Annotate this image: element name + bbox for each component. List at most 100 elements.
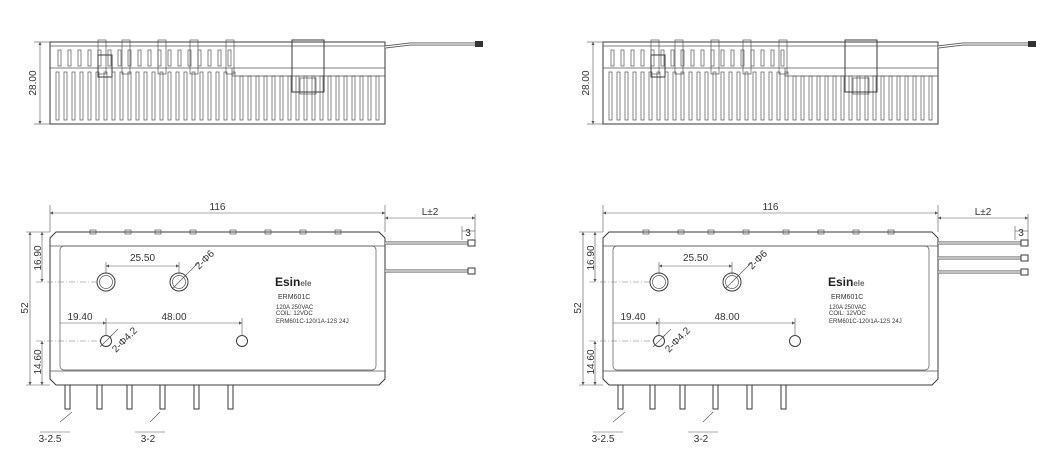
side-fin-slot bbox=[672, 71, 677, 121]
pin-width-label-left: 3-2.5 bbox=[39, 434, 62, 445]
mount-offset-label: 19.40 bbox=[620, 312, 645, 323]
side-upper-slot bbox=[740, 49, 745, 67]
side-fin-slot bbox=[904, 75, 909, 121]
leader-line bbox=[149, 411, 161, 423]
dimension-arrowhead bbox=[591, 121, 595, 124]
side-upper-slot bbox=[640, 49, 645, 67]
height-label: 52 bbox=[573, 302, 584, 314]
side-upper-slot bbox=[117, 49, 122, 67]
side-fin-slot bbox=[119, 71, 124, 121]
side-fin-slot bbox=[63, 71, 68, 121]
side-terminal-block bbox=[291, 39, 325, 93]
wire-plug bbox=[467, 267, 476, 275]
side-fin-slot bbox=[263, 75, 268, 121]
terminal-pin bbox=[126, 384, 133, 410]
terminal-pin bbox=[746, 384, 753, 410]
dimension-arrowhead bbox=[50, 211, 53, 215]
side-fin-slot bbox=[624, 71, 629, 121]
side-fin-slot bbox=[856, 75, 861, 121]
dimension-arrowhead bbox=[106, 264, 109, 268]
model-label: ERM601C bbox=[278, 294, 310, 301]
top-view-body bbox=[602, 231, 939, 386]
dimension-arrowhead bbox=[729, 264, 732, 268]
side-upper-slot bbox=[780, 49, 785, 67]
side-upper-slot bbox=[67, 49, 72, 67]
leader-line bbox=[59, 411, 73, 423]
side-upper-slot bbox=[690, 49, 695, 67]
side-wire-core bbox=[937, 43, 1028, 48]
side-fin-slot bbox=[287, 75, 292, 121]
side-fin-slot bbox=[111, 71, 116, 121]
hole-diameter-label: 2-Φ6 bbox=[746, 248, 770, 272]
side-fin-slot bbox=[95, 71, 100, 121]
side-fin-slot bbox=[175, 71, 180, 121]
side-fin-slot bbox=[880, 75, 885, 121]
terminal-hole-inner bbox=[652, 275, 666, 289]
side-clip-feature bbox=[710, 39, 720, 75]
top-edge-notch bbox=[154, 229, 162, 235]
side-wire-plug bbox=[1028, 41, 1036, 47]
top-edge-notch bbox=[642, 229, 650, 235]
top-dim-label: 16.90 bbox=[586, 245, 597, 270]
brand-logo: Esinele bbox=[828, 275, 865, 289]
side-upper-slot bbox=[670, 49, 675, 67]
side-fin-slot bbox=[768, 71, 773, 121]
dimension-arrowhead bbox=[28, 382, 32, 385]
dimension-arrowhead bbox=[656, 321, 659, 325]
brand-logo-sub: ele bbox=[300, 279, 312, 288]
side-upper-slot bbox=[630, 49, 635, 67]
side-fin-slot bbox=[223, 71, 228, 121]
dimension-arrowhead bbox=[40, 279, 44, 282]
side-upper-slot bbox=[77, 49, 82, 67]
side-fin-slot bbox=[167, 71, 172, 121]
side-height-label: 28.00 bbox=[581, 70, 592, 95]
terminal-hole-inner bbox=[172, 275, 186, 289]
dimension-arrowhead bbox=[40, 232, 44, 235]
terminal-pin bbox=[159, 384, 166, 410]
terminal-pin bbox=[649, 384, 656, 410]
wire-pitch-label: 3 bbox=[465, 228, 471, 239]
side-fin-slot bbox=[279, 75, 284, 121]
side-fin-slot bbox=[832, 75, 837, 121]
hole-cross-mark bbox=[724, 274, 740, 290]
side-fin-slot bbox=[888, 75, 893, 121]
terminal-pin bbox=[712, 384, 719, 410]
top-edge-notch bbox=[264, 229, 272, 235]
side-fin-slot bbox=[656, 71, 661, 121]
side-clip-feature bbox=[121, 39, 131, 75]
pin-width-label-right: 3-2 bbox=[141, 434, 156, 445]
side-fin-slot bbox=[712, 71, 717, 121]
side-fin-slot bbox=[151, 71, 156, 121]
top-edge-notch bbox=[817, 229, 825, 235]
side-upper-slot bbox=[177, 49, 182, 67]
side-fin-slot bbox=[640, 71, 645, 121]
side-fin-slot bbox=[704, 71, 709, 121]
terminal-pin bbox=[64, 384, 71, 410]
mount-spacing-label: 48.00 bbox=[161, 312, 186, 323]
side-fin-slot bbox=[752, 71, 757, 121]
side-fin-slot bbox=[303, 75, 308, 121]
terminal-pin bbox=[780, 384, 787, 410]
terminal-pin bbox=[227, 384, 234, 410]
bottom-dim-label: 14.60 bbox=[586, 349, 597, 374]
top-edge-notch bbox=[189, 229, 197, 235]
leader-line bbox=[737, 261, 753, 277]
side-upper-slot bbox=[710, 49, 715, 67]
side-upper-slot bbox=[197, 49, 202, 67]
brand-logo-main: Esin bbox=[828, 275, 853, 289]
rating-line-1: 120A 250VAC bbox=[829, 305, 867, 311]
length-label: 116 bbox=[210, 202, 226, 213]
rating-line-2: COIL: 12VDC bbox=[829, 311, 866, 317]
mount-hole bbox=[789, 335, 801, 347]
side-fin-slot bbox=[864, 75, 869, 121]
side-fin-slot bbox=[239, 75, 244, 121]
top-edge-notch bbox=[677, 229, 685, 235]
hole-spacing-label: 25.50 bbox=[683, 253, 708, 264]
bottom-dim-label: 14.60 bbox=[33, 349, 44, 374]
side-fin-slot bbox=[127, 71, 132, 121]
side-fin-slot bbox=[816, 75, 821, 121]
